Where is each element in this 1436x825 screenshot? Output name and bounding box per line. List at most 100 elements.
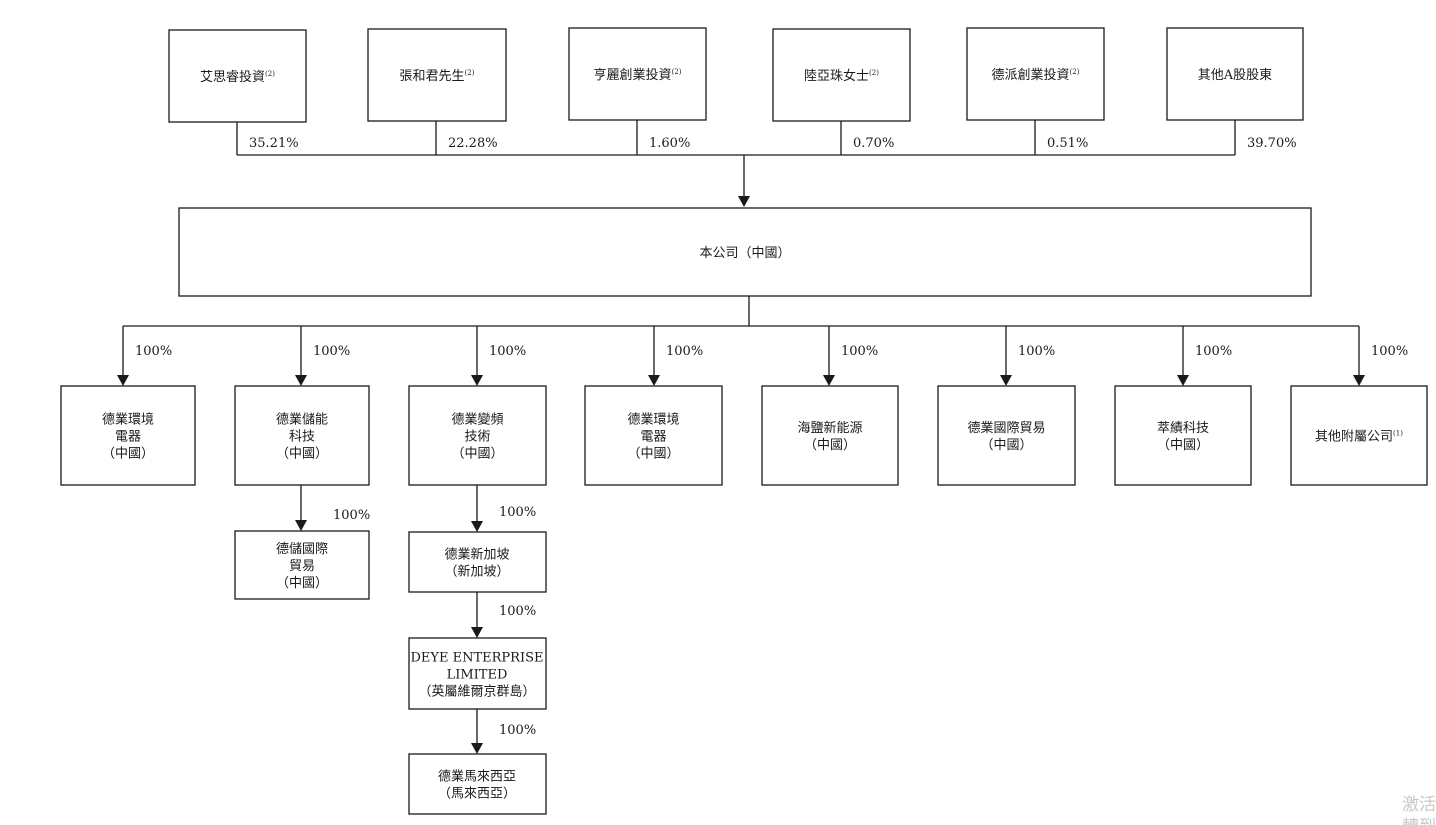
subsidiary-name-line-0: 萃績科技 (1157, 421, 1209, 436)
second-level-name-line-1: 貿易 (289, 559, 315, 574)
subsidiary-percentage: 100% (1371, 344, 1408, 359)
subsidiary-percentage: 100% (666, 344, 703, 359)
subsidiary-box (408, 385, 547, 486)
subsidiary-name-line-0: 德業變頻 (451, 412, 503, 428)
shareholder-percentage: 35.21% (249, 136, 299, 151)
subsidiary-box (1114, 385, 1252, 486)
company-box (178, 207, 1312, 297)
shareholder-name: 德派創業投資(2) (992, 67, 1080, 83)
second-level-percentage: 100% (333, 508, 370, 523)
subsidiary-name-line-0: 德業儲能 (276, 412, 328, 428)
subsidiary-percentage: 100% (1195, 344, 1232, 359)
chain-box (408, 531, 547, 593)
chain-arrow-head (471, 743, 483, 754)
chain-name-line-1: LIMITED (447, 668, 508, 683)
subsidiary-name-line-2: （中國） (276, 447, 328, 462)
second-level-name-line-2: （中國） (276, 576, 328, 591)
shareholder-name-text: 張和君先生 (400, 69, 465, 84)
shareholder-name-text: 其他A股股東 (1198, 67, 1272, 83)
shareholder-name: 陸亞珠女士(2) (804, 68, 879, 84)
subsidiary-box (761, 385, 899, 486)
subsidiary-name-line-2: （中國） (627, 447, 679, 462)
subsidiary-box (234, 385, 370, 486)
subsidiary-arrow-head (295, 375, 307, 386)
subsidiary-name-line-1: （中國） (1157, 438, 1209, 453)
chain-percentage: 100% (499, 604, 536, 619)
subsidiary-name-line-0: 海鹽新能源 (797, 420, 862, 436)
subsidiary-name-line-1: （中國） (804, 438, 856, 453)
subsidiary-name-line-0: 德業環境 (102, 412, 154, 428)
subsidiary-arrow-head (1000, 375, 1012, 386)
subsidiary-name-line-0: 其他附屬公司(1) (1315, 430, 1403, 445)
company-name: 本公司（中國） (699, 246, 790, 261)
shareholder-name: 艾思睿投資(2) (200, 69, 275, 85)
subsidiary-name-line-1: 科技 (289, 430, 315, 445)
shareholder-box (1166, 27, 1304, 121)
chain-box (408, 753, 547, 815)
watermark-text: 轉到 (1402, 817, 1436, 825)
chain-arrow-head (471, 627, 483, 638)
subsidiary-name-line-0: 德業環境 (627, 412, 679, 428)
subsidiary-name-line-1: 技術 (464, 430, 490, 445)
chain-name-line-2: （英屬維爾京群島） (418, 685, 535, 700)
shareholder-name-text: 亨麗創業投資 (594, 67, 672, 83)
second-level-box (234, 530, 370, 600)
subsidiary-name-line-1: 電器 (115, 430, 141, 445)
shareholder-name-note: (2) (1070, 68, 1080, 76)
chain-name-line-1: （馬來西亞） (438, 787, 516, 802)
subsidiary-percentage: 100% (841, 344, 878, 359)
second-level-name-line-0: 德儲國際 (276, 542, 328, 557)
shareholder-name: 亨麗創業投資(2) (594, 67, 682, 83)
subsidiary-box (584, 385, 723, 486)
shareholder-name-text: 陸亞珠女士 (804, 68, 869, 84)
subsidiary-name-line-0-text: 其他附屬公司 (1315, 430, 1393, 445)
shareholder-percentage: 22.28% (448, 136, 498, 151)
chain-name-line-0: DEYE ENTERPRISE (411, 651, 544, 666)
chain-name-line-1: （新加坡） (444, 564, 509, 580)
shareholder-name: 張和君先生(2) (400, 69, 475, 84)
subsidiary-name-line-1: （中國） (980, 438, 1032, 453)
subsidiary-arrow-head (823, 375, 835, 386)
subsidiary-arrow-head (648, 375, 660, 386)
shareholder-name-text: 艾思睿投資 (200, 69, 265, 85)
shareholder-percentage: 0.51% (1047, 136, 1088, 151)
subsidiary-name-line-0: 德業國際貿易 (967, 420, 1045, 436)
chain-percentage: 100% (499, 723, 536, 738)
subsidiary-name-line-2: （中國） (451, 447, 503, 462)
shareholder-box (568, 27, 707, 121)
subsidiary-percentage: 100% (1018, 344, 1055, 359)
subsidiary-arrow-head (1353, 375, 1365, 386)
shareholder-box (367, 28, 507, 122)
subsidiary-name-line-2: （中國） (102, 447, 154, 462)
chain-name-line-0: 德業馬來西亞 (438, 769, 516, 785)
subsidiary-box (60, 385, 196, 486)
chain-box (408, 637, 547, 710)
subsidiary-box (937, 385, 1076, 486)
shareholder-name-note: (2) (672, 68, 682, 76)
second-level-arrow-head (295, 520, 307, 531)
subsidiary-percentage: 100% (313, 344, 350, 359)
watermark-text: 激活 (1402, 795, 1436, 815)
company-arrow-head (738, 196, 750, 207)
chain-percentage: 100% (499, 505, 536, 520)
shareholder-name-note: (2) (465, 69, 475, 77)
shareholder-name-note: (2) (869, 69, 879, 77)
shareholder-box (168, 29, 307, 123)
shareholder-box (966, 27, 1105, 121)
subsidiary-arrow-head (471, 375, 483, 386)
chain-name-line-0: 德業新加坡 (444, 547, 509, 563)
shareholder-percentage: 39.70% (1247, 136, 1297, 151)
subsidiary-percentage: 100% (135, 344, 172, 359)
subsidiary-arrow-head (117, 375, 129, 386)
subsidiary-box (1290, 385, 1428, 486)
chain-arrow-head (471, 521, 483, 532)
subsidiary-name-line-0-note: (1) (1393, 430, 1403, 438)
shareholder-name-text: 德派創業投資 (992, 67, 1070, 83)
shareholder-percentage: 1.60% (649, 136, 690, 151)
subsidiary-name-line-1: 電器 (640, 430, 666, 445)
shareholder-name-note: (2) (265, 70, 275, 78)
shareholder-percentage: 0.70% (853, 136, 894, 151)
shareholder-name: 其他A股股東 (1198, 67, 1272, 83)
subsidiary-percentage: 100% (489, 344, 526, 359)
